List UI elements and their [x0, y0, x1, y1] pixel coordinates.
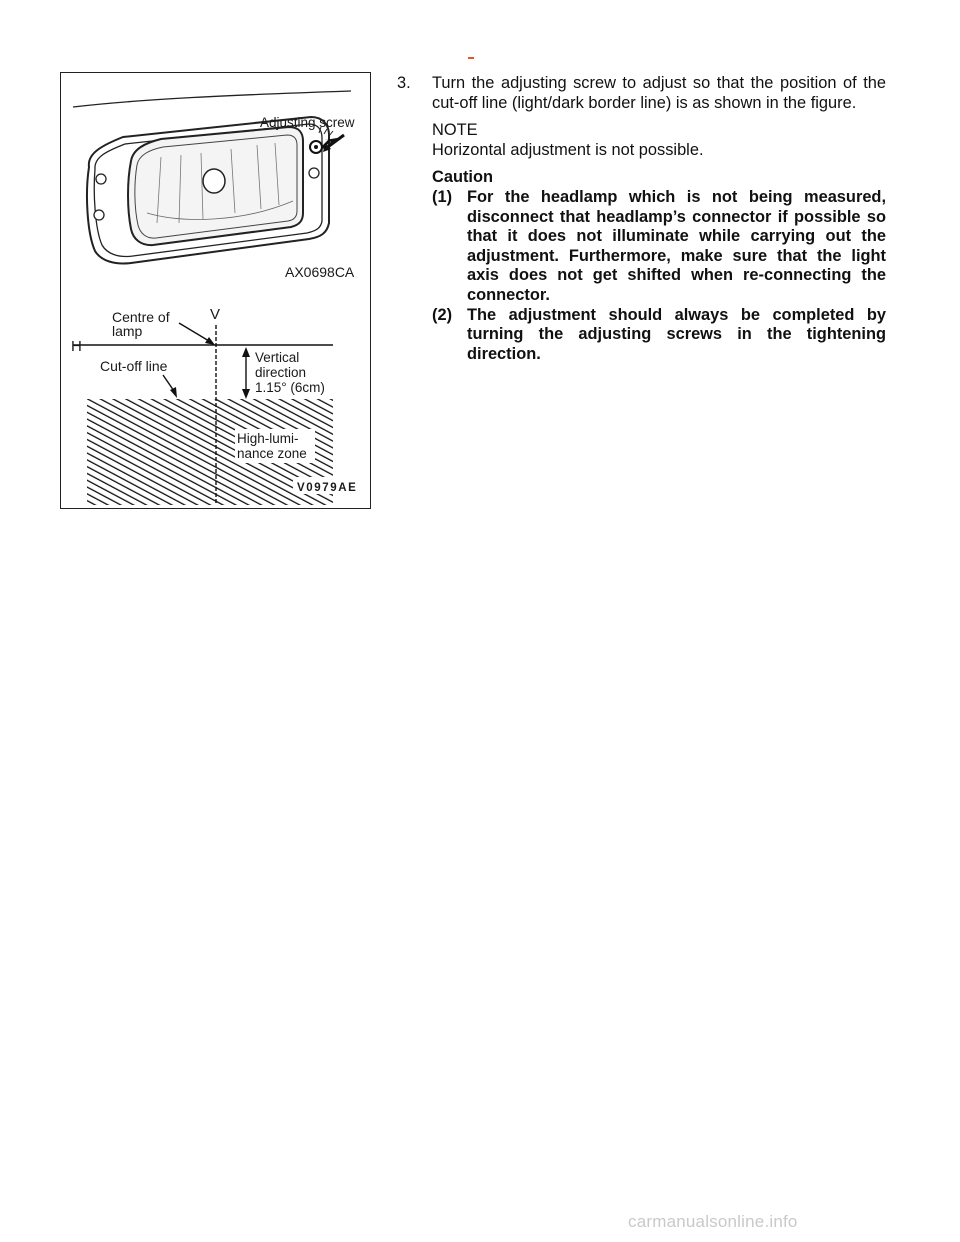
header-mark	[468, 57, 474, 59]
figure-code-bottom: V0979AE	[297, 482, 357, 494]
caution-item-number: (2)	[432, 305, 453, 324]
note-text: Horizontal adjustment is not possible.	[432, 140, 704, 159]
vertical-direction-label-1: Vertical	[255, 350, 299, 365]
caution-item-number: (1)	[432, 187, 453, 206]
note-block: NOTE Horizontal adjustment is not possib…	[396, 121, 886, 160]
figure-svg: Adjusting screw AX0698CA Centre of lamp …	[71, 90, 361, 505]
adjusting-screw-label: Adjusting screw	[260, 115, 355, 130]
caution-item-text: For the headlamp which is not being meas…	[467, 187, 886, 304]
watermark: carmanualsonline.info	[628, 1212, 798, 1231]
caution-item: (2) The adjustment should always be comp…	[432, 306, 886, 365]
caution-block: Caution (1) For the headlamp which is no…	[396, 168, 886, 364]
figure-code-top: AX0698CA	[285, 264, 355, 280]
v-axis-label: V	[210, 306, 220, 323]
cutoff-line-label: Cut-off line	[100, 358, 168, 374]
centre-of-lamp-label-2: lamp	[112, 323, 143, 339]
step-3: 3. Turn the adjusting screw to adjust so…	[396, 74, 886, 113]
vertical-direction-label-2: direction	[255, 365, 306, 380]
headlamp-illustration	[72, 90, 352, 265]
centre-of-lamp-label-1: Centre of	[112, 309, 170, 325]
caution-item-text: The adjustment should always be complete…	[467, 305, 886, 363]
caution-item: (1) For the headlamp which is not being …	[432, 188, 886, 306]
headlamp-figure: Adjusting screw AX0698CA Centre of lamp …	[60, 72, 371, 509]
instruction-text: 3. Turn the adjusting screw to adjust so…	[396, 74, 886, 364]
vertical-direction-label-3: 1.15° (6cm)	[255, 380, 325, 395]
cutoff-diagram	[73, 322, 361, 505]
high-luminance-zone-label-2: nance zone	[237, 446, 307, 461]
caution-heading: Caution	[432, 168, 494, 187]
h-axis-label: H	[71, 338, 82, 355]
step-text: Turn the adjusting screw to adjust so th…	[432, 74, 886, 112]
note-heading: NOTE	[432, 121, 478, 140]
high-luminance-zone-label-1: High-lumi-	[237, 431, 299, 446]
step-number: 3.	[397, 74, 411, 92]
